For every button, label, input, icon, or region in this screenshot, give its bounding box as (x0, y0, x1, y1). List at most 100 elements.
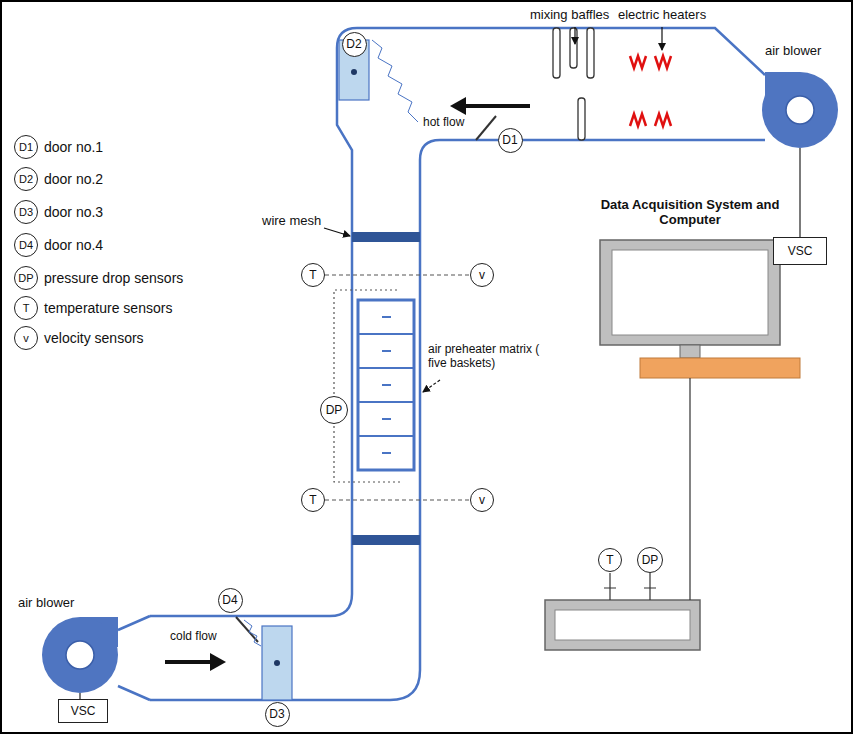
cold-flow-arrowhead (210, 653, 226, 671)
hot-flow-arrowhead (450, 97, 466, 115)
legend-symbol: v (14, 326, 38, 350)
baffle-plate (578, 98, 585, 140)
temperature-sensor: T (598, 548, 622, 572)
leader-line (423, 380, 440, 392)
legend-symbol-text: v (23, 332, 29, 344)
baffle-plate (587, 28, 594, 78)
legend-symbol-text: D4 (19, 239, 33, 251)
part-label: air blower (18, 596, 74, 611)
flow-label: cold flow (170, 630, 217, 644)
preheater-matrix (358, 300, 414, 470)
vsc-wire (799, 148, 800, 237)
speed-controller-box: VSC (773, 237, 827, 265)
baffle-plate (570, 28, 577, 68)
part-label: air blower (765, 44, 821, 59)
sensor-link-line (325, 274, 470, 275)
monitor-screen (612, 250, 768, 335)
legend-text: pressure drop sensors (44, 270, 183, 286)
door-callout: D1 (498, 128, 523, 153)
baffle-plate (553, 28, 560, 78)
legend-text: door no.3 (44, 204, 103, 220)
temperature-sensor: T (301, 263, 325, 287)
legend-text: velocity sensors (44, 330, 144, 346)
legend-symbol-text: T (23, 302, 30, 314)
part-label: mixing baffles (530, 8, 609, 23)
node-text: VSC (71, 705, 96, 717)
node-text: VSC (788, 245, 813, 257)
door-callout: D2 (342, 32, 367, 57)
daq-panel (555, 610, 690, 640)
door-spring (244, 620, 261, 646)
legend-symbol: D3 (14, 200, 38, 224)
legend-text: door no.1 (44, 139, 103, 155)
pressure-sensor: DP (320, 396, 348, 424)
monitor (600, 240, 780, 345)
legend-row: D4 door no.4 (14, 233, 103, 257)
legend-text: temperature sensors (44, 300, 172, 316)
door-d4-flap (236, 617, 258, 642)
legend-row: v velocity sensors (14, 326, 144, 350)
legend-text: door no.4 (44, 237, 103, 253)
door-callout: D4 (218, 588, 243, 613)
speed-controller-box: VSC (58, 699, 108, 723)
air-blower (762, 72, 838, 148)
cold-flow-arrow (165, 660, 212, 664)
legend-symbol-text: DP (18, 272, 33, 284)
sensor-link-line (325, 499, 470, 500)
door-spring (372, 40, 418, 122)
legend-symbol: D2 (14, 167, 38, 191)
velocity-sensor: v (470, 263, 494, 287)
legend-symbol-text: D2 (19, 173, 33, 185)
pressure-sensor: DP (637, 547, 663, 573)
basket-mark (382, 317, 391, 453)
daq-unit (545, 600, 700, 650)
legend-row: D3 door no.3 (14, 200, 103, 224)
node-text: v (479, 494, 485, 506)
node-text: T (606, 554, 613, 566)
node-text: v (479, 269, 485, 281)
node-text: T (309, 494, 316, 506)
blower-hub (786, 96, 814, 124)
door-d3 (262, 626, 292, 700)
legend-row: Ttemperature sensors (14, 296, 172, 320)
part-label: Data Acquisition System and Computer (582, 198, 798, 228)
legend-symbol: DP (14, 266, 38, 290)
desk (640, 358, 800, 378)
legend-symbol-text: D3 (19, 206, 33, 218)
part-label: electric heaters (618, 8, 706, 23)
wire-mesh (352, 232, 420, 242)
legend-row: DP pressure drop sensors (14, 266, 183, 290)
duct-transition (118, 616, 150, 700)
legend-symbol: T (14, 296, 38, 320)
heater-element (630, 56, 671, 126)
node-text: D2 (346, 38, 361, 50)
door-pivot (351, 69, 357, 75)
flow-label: hot flow (423, 116, 464, 130)
door-pivot (274, 660, 280, 666)
node-text: DP (326, 404, 343, 416)
wire-mesh (352, 535, 420, 545)
door-callout: D3 (265, 702, 290, 727)
legend-symbol-text: D1 (19, 141, 33, 153)
part-label: wire mesh (262, 214, 321, 229)
pressure-tap-line (334, 290, 400, 482)
legend-row: D1 door no.1 (14, 135, 103, 159)
air-blower (42, 617, 118, 693)
legend-symbol: D1 (14, 135, 38, 159)
leader-line (324, 228, 350, 236)
hot-flow-arrow (464, 104, 530, 108)
node-text: T (309, 269, 316, 281)
monitor-stand (680, 345, 700, 358)
node-text: D4 (222, 594, 237, 606)
node-text: D1 (502, 134, 517, 146)
velocity-sensor: v (470, 488, 494, 512)
legend-symbol: D4 (14, 233, 38, 257)
legend-row: D2door no.2 (14, 167, 103, 191)
door-d1-flap (476, 116, 496, 140)
blower-hub (66, 641, 94, 669)
leader-line (574, 27, 575, 44)
node-text: DP (642, 554, 659, 566)
